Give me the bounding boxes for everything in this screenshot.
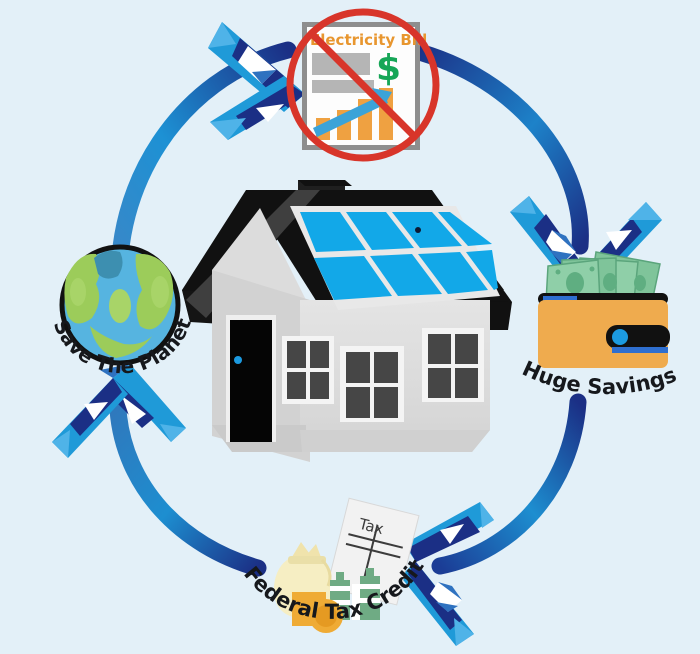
arrowhead-top-left: [208, 22, 305, 140]
globe-landmasses: [64, 250, 174, 358]
door-knob: [234, 356, 242, 364]
window-left: [282, 336, 334, 404]
bill-title: Electricity Bill: [310, 31, 427, 49]
wallet-top-accent: [543, 296, 577, 301]
solar-panel-cell: [392, 212, 462, 248]
panel-mount-dot: [415, 227, 421, 233]
prohibition-icon: [286, 8, 440, 162]
arrow-bottom-left: [52, 364, 267, 577]
arrow-top-left: [110, 22, 305, 301]
solar-panel-cell: [300, 212, 366, 252]
wallet: [538, 293, 670, 368]
solar-panel-cell: [438, 212, 492, 246]
window-center: [340, 346, 404, 422]
wall-base-shadow: [300, 430, 490, 452]
banknotes: [545, 251, 661, 303]
solar-panel-cell: [370, 254, 442, 296]
save-the-planet: Save The Planet: [49, 244, 196, 378]
arrow-ring: [52, 22, 662, 646]
solar-house: [182, 180, 512, 462]
dollar-icon: $: [376, 48, 401, 89]
tax-form-label: Tax: [356, 515, 385, 539]
bill-trend-arrowhead: [372, 88, 392, 106]
federal-tax-credit: Tax: [239, 497, 429, 633]
arrow-bottom-right: [400, 393, 587, 646]
solar-panel-cell: [346, 212, 414, 250]
window-right: [422, 328, 484, 402]
bill-trend-line: [313, 94, 388, 137]
solar-panel-cell: [418, 252, 488, 294]
cash-stacks: [330, 568, 380, 620]
huge-savings: Huge Savings: [519, 251, 680, 399]
wallet-clasp-button: [612, 329, 628, 345]
solar-panel-cell: [314, 256, 392, 300]
front-door: [226, 315, 276, 442]
coins: [292, 592, 343, 633]
wallet-clasp-accent: [612, 347, 668, 353]
arrowhead-bottom-left: [52, 364, 186, 458]
no-electricity-bill: Electricity Bill $: [286, 8, 440, 162]
arrowhead-bottom-right: [400, 502, 494, 646]
solar-panel-cell: [466, 250, 498, 290]
solar-panel-array: [290, 206, 500, 310]
